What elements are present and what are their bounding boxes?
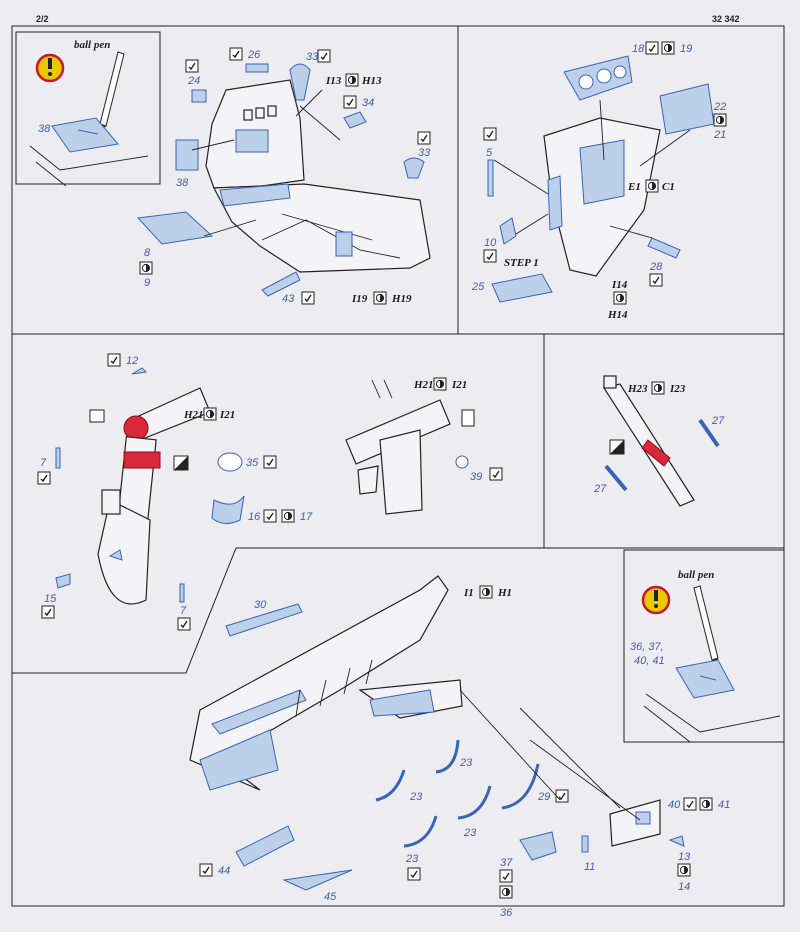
part-38: [175, 139, 199, 171]
svg-text:13: 13: [678, 851, 691, 863]
svg-text:38: 38: [38, 123, 51, 135]
svg-text:8: 8: [144, 247, 151, 259]
part-30-strip: [225, 603, 303, 637]
ball-pen-panel-bottom: [623, 549, 785, 743]
svg-text:22: 22: [713, 101, 726, 113]
svg-text:44: 44: [218, 865, 230, 877]
svg-text:21: 21: [713, 129, 726, 141]
svg-text:43: 43: [282, 293, 295, 305]
part-40-box: [609, 799, 661, 847]
part-instrument: [235, 129, 269, 153]
warning-icon: [35, 53, 65, 83]
page-number: 2/2: [36, 14, 49, 24]
svg-text:I13: I13: [325, 75, 342, 87]
svg-text:23: 23: [409, 791, 423, 803]
svg-text:35: 35: [246, 457, 259, 469]
part-38-plate: [51, 117, 119, 153]
kit-code: 32 342: [712, 14, 740, 24]
svg-text:24: 24: [187, 75, 200, 87]
svg-text:H13: H13: [361, 75, 382, 87]
svg-text:I19: I19: [351, 293, 368, 305]
svg-text:7: 7: [40, 457, 47, 469]
svg-text:I14: I14: [611, 279, 628, 291]
svg-text:10: 10: [484, 237, 497, 249]
svg-text:H14: H14: [607, 309, 628, 321]
svg-text:33: 33: [418, 147, 431, 159]
svg-text:5: 5: [486, 147, 493, 159]
svg-text:25: 25: [471, 281, 485, 293]
svg-text:H21: H21: [183, 409, 204, 421]
svg-text:17: 17: [300, 511, 313, 523]
svg-text:29: 29: [537, 791, 550, 803]
svg-text:16: 16: [248, 511, 261, 523]
svg-text:28: 28: [649, 261, 663, 273]
svg-text:18: 18: [632, 43, 645, 55]
paint-red-band: [123, 451, 161, 469]
paint-red-mark: [641, 439, 671, 467]
svg-text:H19: H19: [391, 293, 412, 305]
svg-text:7: 7: [180, 605, 187, 617]
svg-text:I1: I1: [463, 587, 474, 599]
svg-text:27: 27: [593, 483, 607, 495]
svg-text:I21: I21: [451, 379, 467, 391]
svg-text:I21: I21: [219, 409, 235, 421]
svg-text:36: 36: [500, 907, 513, 919]
part-8-panel: [136, 211, 214, 245]
svg-text:40: 40: [668, 799, 681, 811]
svg-text:11: 11: [584, 861, 595, 873]
cockpit-floor: [213, 183, 431, 273]
svg-text:23: 23: [463, 827, 477, 839]
svg-text:39: 39: [470, 471, 482, 483]
ball-pen-icon: [98, 51, 125, 134]
svg-text:30: 30: [254, 599, 267, 611]
svg-text:H21: H21: [413, 379, 434, 391]
part-36-plate: [675, 659, 735, 699]
warning-icon-bottom: [641, 585, 671, 615]
svg-text:E1: E1: [627, 181, 641, 193]
svg-text:9: 9: [144, 277, 150, 289]
sheet-frame: [11, 25, 785, 907]
svg-text:12: 12: [126, 355, 138, 367]
svg-text:45: 45: [324, 891, 337, 903]
svg-text:H23: H23: [627, 383, 648, 395]
svg-text:14: 14: [678, 881, 690, 893]
svg-text:37: 37: [500, 857, 513, 869]
svg-text:41: 41: [718, 799, 730, 811]
svg-text:23: 23: [405, 853, 419, 865]
part-floor-pe: [219, 183, 291, 207]
svg-text:STEP 1: STEP 1: [504, 257, 539, 269]
part-25-plate: [491, 273, 553, 303]
svg-text:19: 19: [680, 43, 692, 55]
ball-pen-note-bottom: ball pen: [678, 569, 714, 581]
svg-text:36, 37,: 36, 37,: [630, 641, 664, 653]
svg-text:C1: C1: [662, 181, 675, 193]
svg-text:38: 38: [176, 177, 189, 189]
svg-text:15: 15: [44, 593, 57, 605]
svg-text:23: 23: [459, 757, 473, 769]
control-grip: [345, 399, 451, 465]
svg-text:40, 41: 40, 41: [634, 655, 665, 667]
svg-text:26: 26: [247, 49, 261, 61]
svg-text:I23: I23: [669, 383, 686, 395]
ball-pen-panel-top: [15, 31, 161, 185]
part-22-panel: [659, 83, 715, 135]
svg-text:34: 34: [362, 97, 374, 109]
svg-text:33: 33: [306, 51, 319, 63]
ball-pen-note: ball pen: [74, 39, 110, 51]
ball-pen-icon-bottom: [693, 585, 719, 670]
svg-text:27: 27: [711, 415, 725, 427]
svg-text:H1: H1: [497, 587, 512, 599]
